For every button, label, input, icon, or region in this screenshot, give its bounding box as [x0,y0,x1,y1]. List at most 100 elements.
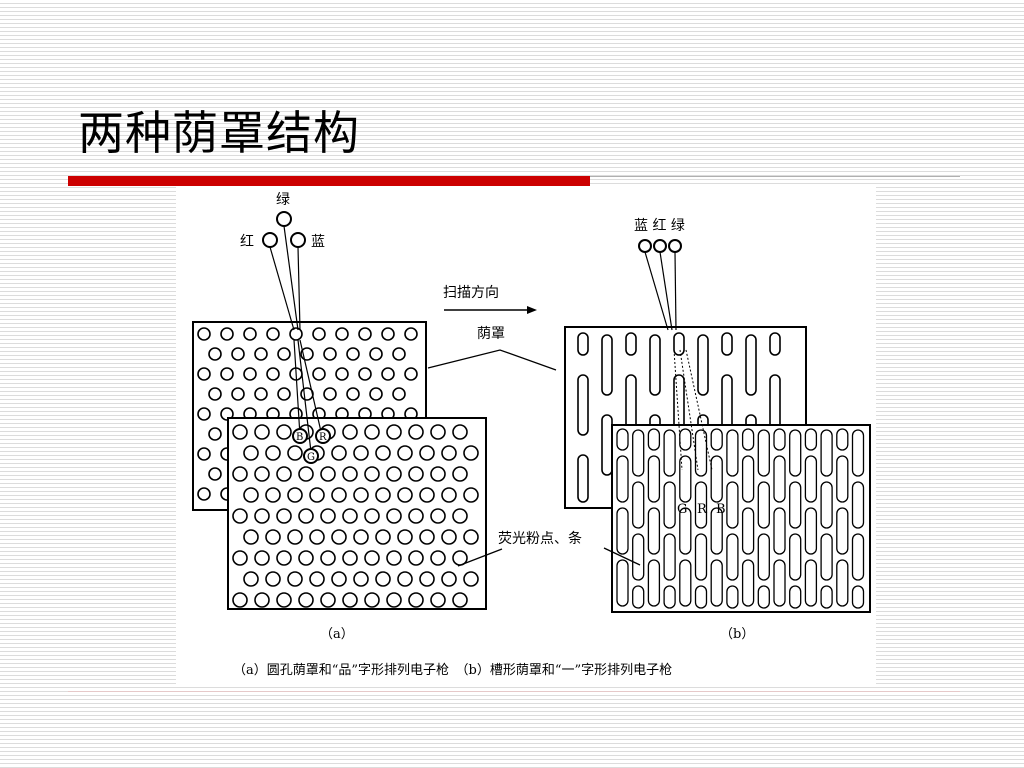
phosphor-dot [397,445,413,461]
electron-beams-a [269,225,323,453]
electron-beams-b [644,251,677,331]
phosphor-dot [254,466,270,482]
phosphor-dot [320,592,336,608]
phosphor-strip [694,585,708,609]
phosphor-dot [342,508,358,524]
phosphor-strip [663,481,676,529]
phosphor-strip [710,507,723,555]
phosphor-dot [452,592,468,608]
phosphor-dot [232,550,248,566]
phosphor-dot [419,445,435,461]
label-strip-g: G [677,502,687,517]
phosphor-strip [710,428,723,451]
footer-divider [68,691,960,692]
phosphor-strip [773,455,786,503]
phosphor-dot [430,550,446,566]
label-blue-a: 蓝 [311,234,325,250]
mask-hole [369,387,383,401]
phosphor-dot [320,466,336,482]
phosphor-strip [647,428,661,451]
phosphor-dot [342,592,358,608]
phosphor-dot [386,592,402,608]
phosphor-dot [452,508,468,524]
phosphor-dot [386,508,402,524]
phosphor-dot [463,445,479,461]
mask-slot [577,332,589,356]
phosphor-dot [375,487,391,503]
phosphor-strip [632,481,645,529]
phosphor-dot [353,445,369,461]
phosphor-strip [741,559,755,607]
phosphor-dot [243,487,259,503]
phosphor-strip [679,559,692,607]
label-strip-b: B [716,502,726,517]
phosphor-dot [452,466,468,482]
red-gun-b [653,239,667,253]
phosphor-dot [342,466,358,482]
phosphor-dot [276,466,292,482]
phosphor-dot [375,529,391,545]
phosphor-strip [820,585,833,609]
mask-hole [300,387,314,401]
phosphor-dot [265,571,281,587]
phosphor-strip [789,585,802,609]
phosphor-dot [441,445,457,461]
phosphor-strip [851,429,865,477]
phosphor-dot [408,424,424,440]
mask-hole [197,447,211,461]
phosphor-strip-grid [616,428,865,609]
phosphor-dot [298,508,314,524]
phosphor-strip [836,507,849,555]
phosphor-strip [773,428,786,451]
mask-hole [254,387,268,401]
label-dot-g: G [307,452,315,463]
mask-hole [208,467,222,481]
phosphor-dot [364,592,380,608]
phosphor-strip [757,481,770,529]
scan-arrow-head [527,306,537,314]
mask-hole [312,327,326,341]
mask-hole [323,387,337,401]
phosphor-dot [243,445,259,461]
mask-hole [220,327,234,341]
phosphor-dot [397,571,413,587]
green-gun-b [668,239,682,253]
mask-slot [721,332,733,356]
phosphor-dot [364,424,380,440]
phosphor-strip [726,429,739,477]
phosphor-strip [632,533,645,581]
mask-hole [277,347,291,361]
label-green-a: 绿 [276,192,290,208]
phosphor-strip [694,481,708,529]
phosphor-strip [851,481,865,529]
phosphor-strip [726,585,739,609]
phosphor-strip [663,429,676,477]
phosphor-dot [331,445,347,461]
dot-r [315,428,331,444]
phosphor-strip [804,507,818,555]
phosphor-strip [789,481,802,529]
phosphor-dot [441,529,457,545]
phosphor-dot [243,529,259,545]
label-dot-b: B [296,432,303,443]
mask-hole [392,387,406,401]
phosphor-dot [232,466,248,482]
phosphor-dot [298,466,314,482]
red-gun-a [262,232,278,248]
phosphor-strip [836,559,849,607]
phosphor-dot [342,424,358,440]
label-scan-direction: 扫描方向 [443,285,499,301]
label-guns-b: 蓝 红 绿 [634,218,685,234]
phosphor-dot [331,571,347,587]
phosphor-dot [265,487,281,503]
phosphor-dot [254,508,270,524]
mask-hole [266,367,280,381]
mask-hole [404,367,418,381]
phosphor-dot [309,529,325,545]
phosphor-dot [408,508,424,524]
phosphor-dot [463,529,479,545]
phosphor-dot [287,487,303,503]
phosphor-strip [647,455,661,503]
phosphor-dot [309,571,325,587]
